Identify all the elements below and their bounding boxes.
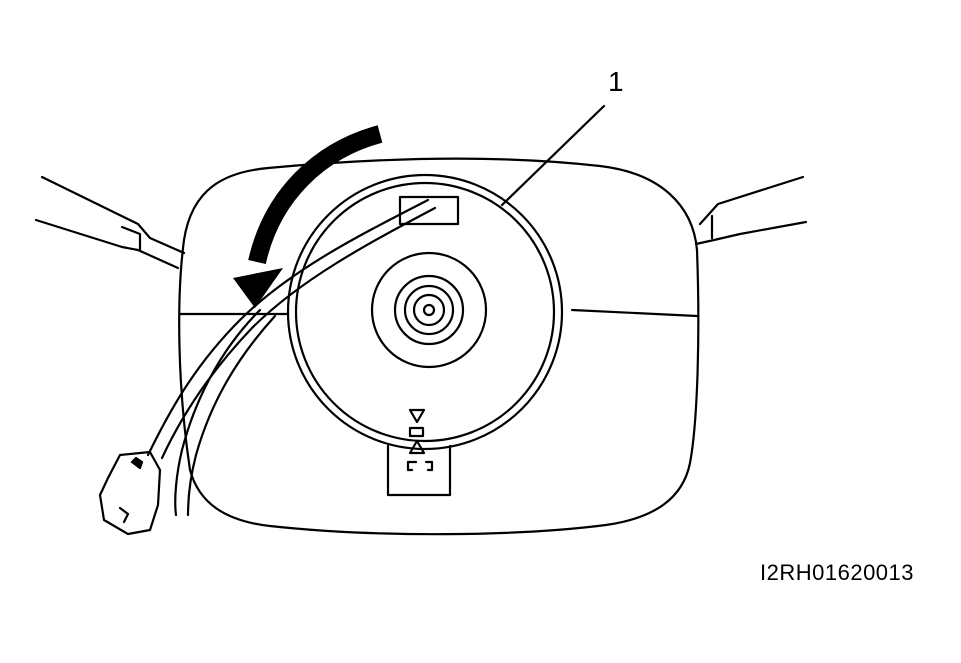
bottom-tab-bracket <box>406 460 434 472</box>
left-spoke <box>34 175 186 270</box>
alignment-marks <box>408 408 426 455</box>
alignment-center-mark <box>408 426 425 438</box>
parting-line-right <box>570 308 699 318</box>
part-callout-number: 1 <box>608 66 624 97</box>
figure-code: I2RH01620013 <box>760 560 915 585</box>
top-connector-window <box>398 195 460 226</box>
counterclockwise-arrow-icon <box>233 125 383 308</box>
center-hub <box>370 251 488 369</box>
bottom-tab <box>386 444 452 497</box>
wire-harness <box>146 198 437 517</box>
alignment-triangle-down-icon <box>408 408 426 424</box>
column-cover-body <box>178 157 700 536</box>
alignment-triangle-up-icon <box>408 439 426 455</box>
callout-leader-line <box>500 104 606 207</box>
contact-coil <box>286 173 564 451</box>
right-spoke <box>694 175 808 246</box>
connector-plug <box>98 450 162 536</box>
